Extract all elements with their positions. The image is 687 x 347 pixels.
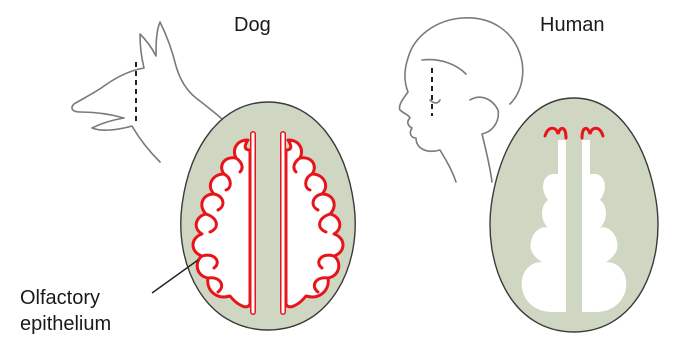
human-label: Human [540, 13, 604, 37]
olfactory-label-line1: Olfactory [20, 285, 111, 311]
dog-label: Dog [234, 13, 271, 37]
olfactory-epithelium-label: Olfactory epithelium [20, 285, 111, 337]
olfactory-label-line2: epithelium [20, 311, 111, 337]
human-septum [566, 140, 582, 312]
